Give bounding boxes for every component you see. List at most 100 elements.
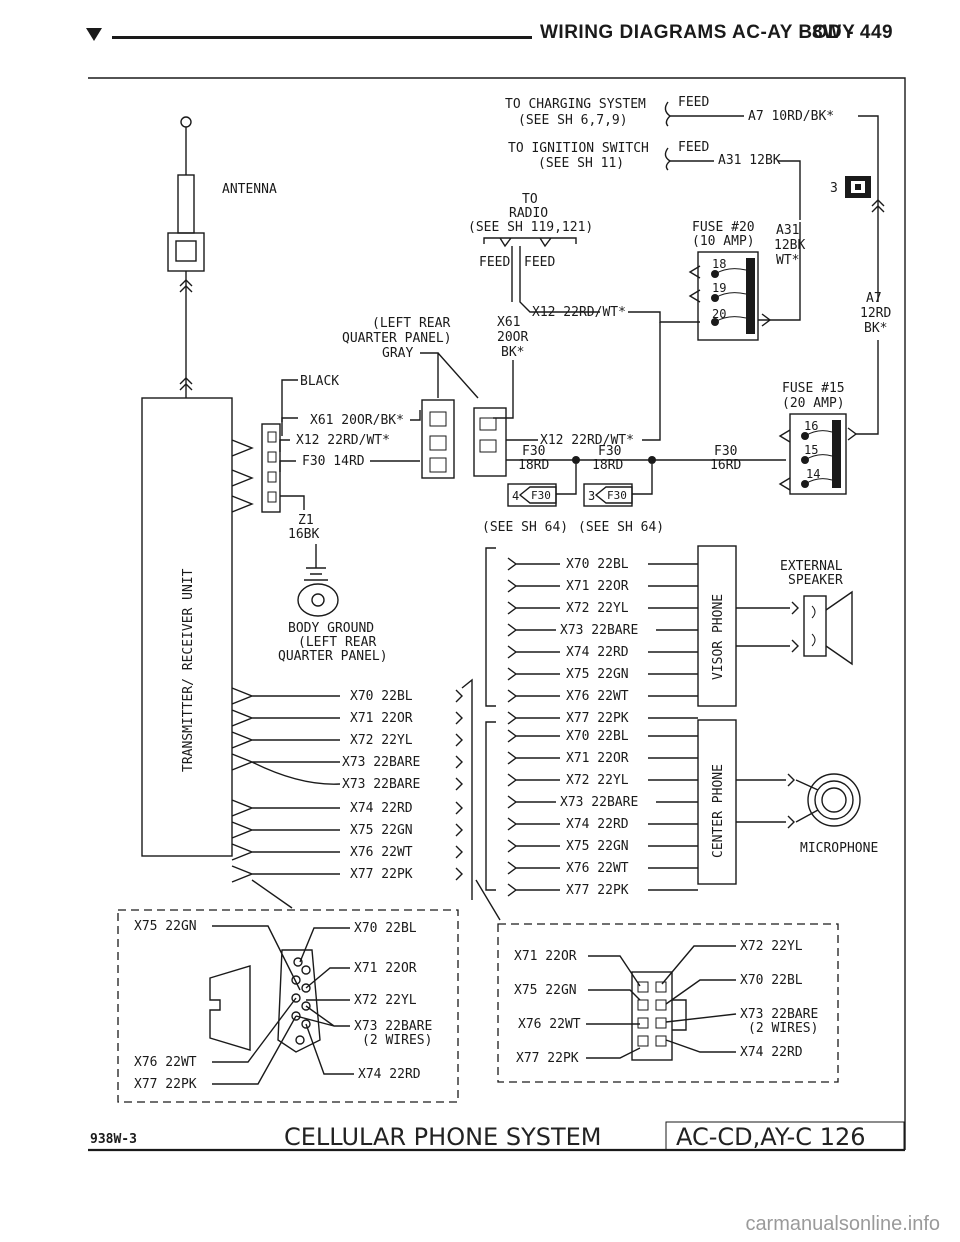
x12-unit-label: X12 22RD/WT* (296, 433, 390, 448)
rc-x74: X74 22RD (740, 1045, 803, 1060)
black-label: BLACK (300, 374, 339, 389)
antenna-tip-icon (180, 116, 192, 128)
f30-b-label: F30 (598, 444, 621, 459)
visor-circuits: X70 22BL X71 22OR X72 22YL X73 22BARE X7… (507, 557, 698, 726)
lc-x77: X77 22PK (134, 1077, 197, 1092)
unit-circuit-x71: X71 22OR (350, 711, 413, 726)
header-arrow-icon (86, 28, 102, 41)
a31-12bk-label: 12BK (774, 238, 805, 253)
footer-title: CELLULAR PHONE SYSTEM (284, 1123, 602, 1151)
visor-x71: X71 22OR (566, 579, 629, 594)
fuse20-label: FUSE #20 (692, 220, 755, 235)
unit-circuit-x76: X76 22WT (350, 845, 413, 860)
antenna-label: ANTENNA (222, 182, 277, 197)
visor-x76: X76 22WT (566, 689, 629, 704)
unit-circuit-x70: X70 22BL (350, 689, 413, 704)
x61-bk-label: BK* (501, 345, 524, 360)
x61-20orbk-label: X61 20OR/BK* (310, 413, 404, 428)
bg-left-rear-label: (LEFT REAR (298, 635, 376, 650)
a7-down-wire (856, 340, 879, 435)
fuse15-pin-15: 15 (804, 443, 818, 457)
lc-x74: X74 22RD (358, 1067, 421, 1082)
visor-x72: X72 22YL (566, 601, 629, 616)
external-label: EXTERNAL (780, 559, 843, 574)
see-sh-11-label: (SEE SH 11) (538, 156, 624, 171)
f30-ref-3-num: 3 (588, 489, 595, 503)
x61-20or-label: 20OR (497, 330, 528, 345)
see-sh-64-a: (SEE SH 64) (482, 520, 568, 535)
lc-x75: X75 22GN (134, 919, 197, 934)
a31-label: A31 (776, 223, 799, 238)
ground-icon (304, 567, 328, 581)
rc-x76: X76 22WT (518, 1017, 581, 1032)
f30-ref-4-text: F30 (531, 489, 551, 502)
lc-x73: X73 22BARE (354, 1019, 432, 1034)
speaker-icon (803, 595, 827, 657)
fuse20-pin-20: 20 (712, 307, 726, 321)
antenna-housing (167, 232, 205, 272)
z1-wire (280, 495, 305, 510)
fuse15-pin-16: 16 (804, 419, 818, 433)
rc-x77: X77 22PK (516, 1051, 579, 1066)
fuse15-bar (832, 420, 841, 488)
lc-x70: X70 22BL (354, 921, 417, 936)
center-x77: X77 22PK (566, 883, 629, 898)
fuse20-pin-18: 18 (712, 257, 726, 271)
center-x71: X71 22OR (566, 751, 629, 766)
x61-down-wire (493, 360, 514, 419)
x12-radio-label: X12 22RD/WT* (532, 305, 626, 320)
left-connector-detail (117, 909, 459, 1103)
body-ground-label: BODY GROUND (288, 621, 374, 636)
footer-code: 938W-3 (90, 1132, 137, 1147)
unit-connector (261, 423, 281, 513)
rc-x72: X72 22YL (740, 939, 803, 954)
rd16-label: 16RD (710, 458, 741, 473)
rc-x71: X71 22OR (514, 949, 577, 964)
lc-x72: X72 22YL (354, 993, 417, 1008)
black-leader (281, 379, 298, 422)
feed-a31-label: FEED (678, 140, 709, 155)
f30-ref-3-text: F30 (607, 489, 627, 502)
unit-circuit-x74: X74 22RD (350, 801, 413, 816)
see-sh-119-label: (SEE SH 119,121) (468, 220, 593, 235)
to-charging-label: TO CHARGING SYSTEM (505, 97, 646, 112)
f30-a-label: F30 (522, 444, 545, 459)
splice-b-drop (632, 464, 653, 495)
splice-a-drop (556, 464, 577, 495)
unit-circuit-x72: X72 22YL (350, 733, 413, 748)
a7-wire-label: A7 10RD/BK* (748, 109, 834, 124)
visor-phone-label: VISOR PHONE (711, 594, 726, 680)
rd18-a-label: 18RD (518, 458, 549, 473)
center-x70: X70 22BL (566, 729, 629, 744)
a7-wire-run (858, 115, 879, 302)
feed-a7-label: FEED (678, 95, 709, 110)
center-circuits: X70 22BL X71 22OR X72 22YL X73 22BARE X7… (507, 729, 698, 898)
gray-connector (421, 399, 455, 479)
antenna-connector-icon-2 (179, 377, 193, 391)
frame-top (88, 77, 906, 1150)
unit-leader-lines (251, 879, 501, 921)
rc-x75: X75 22GN (514, 983, 577, 998)
feed-left-label: FEED (479, 255, 510, 270)
z1-16bk-label: 16BK (288, 527, 319, 542)
quarter-panel-label: QUARTER PANEL) (342, 331, 452, 346)
fuse20-amp-label: (10 AMP) (692, 234, 755, 249)
x61-label: X61 (497, 315, 520, 330)
feed-right-label: FEED (524, 255, 555, 270)
visor-x73: X73 22BARE (560, 623, 638, 638)
unit-circuit-x75: X75 22GN (350, 823, 413, 838)
fuse20-pin-19: 19 (712, 281, 726, 295)
gray-leader (420, 352, 479, 399)
page-ref-3: 3 (830, 181, 838, 196)
right-connector-detail (497, 923, 839, 1083)
f30-c-label: F30 (714, 444, 737, 459)
ground-eyelet-icon (297, 583, 339, 617)
visor-x74: X74 22RD (566, 645, 629, 660)
a31-wire-run (778, 160, 801, 220)
center-x76: X76 22WT (566, 861, 629, 876)
speaker-wires (736, 601, 799, 653)
a31-wt-label: WT* (776, 253, 799, 268)
unit-circuit-x73a: X73 22BARE (342, 755, 420, 770)
center-x75: X75 22GN (566, 839, 629, 854)
